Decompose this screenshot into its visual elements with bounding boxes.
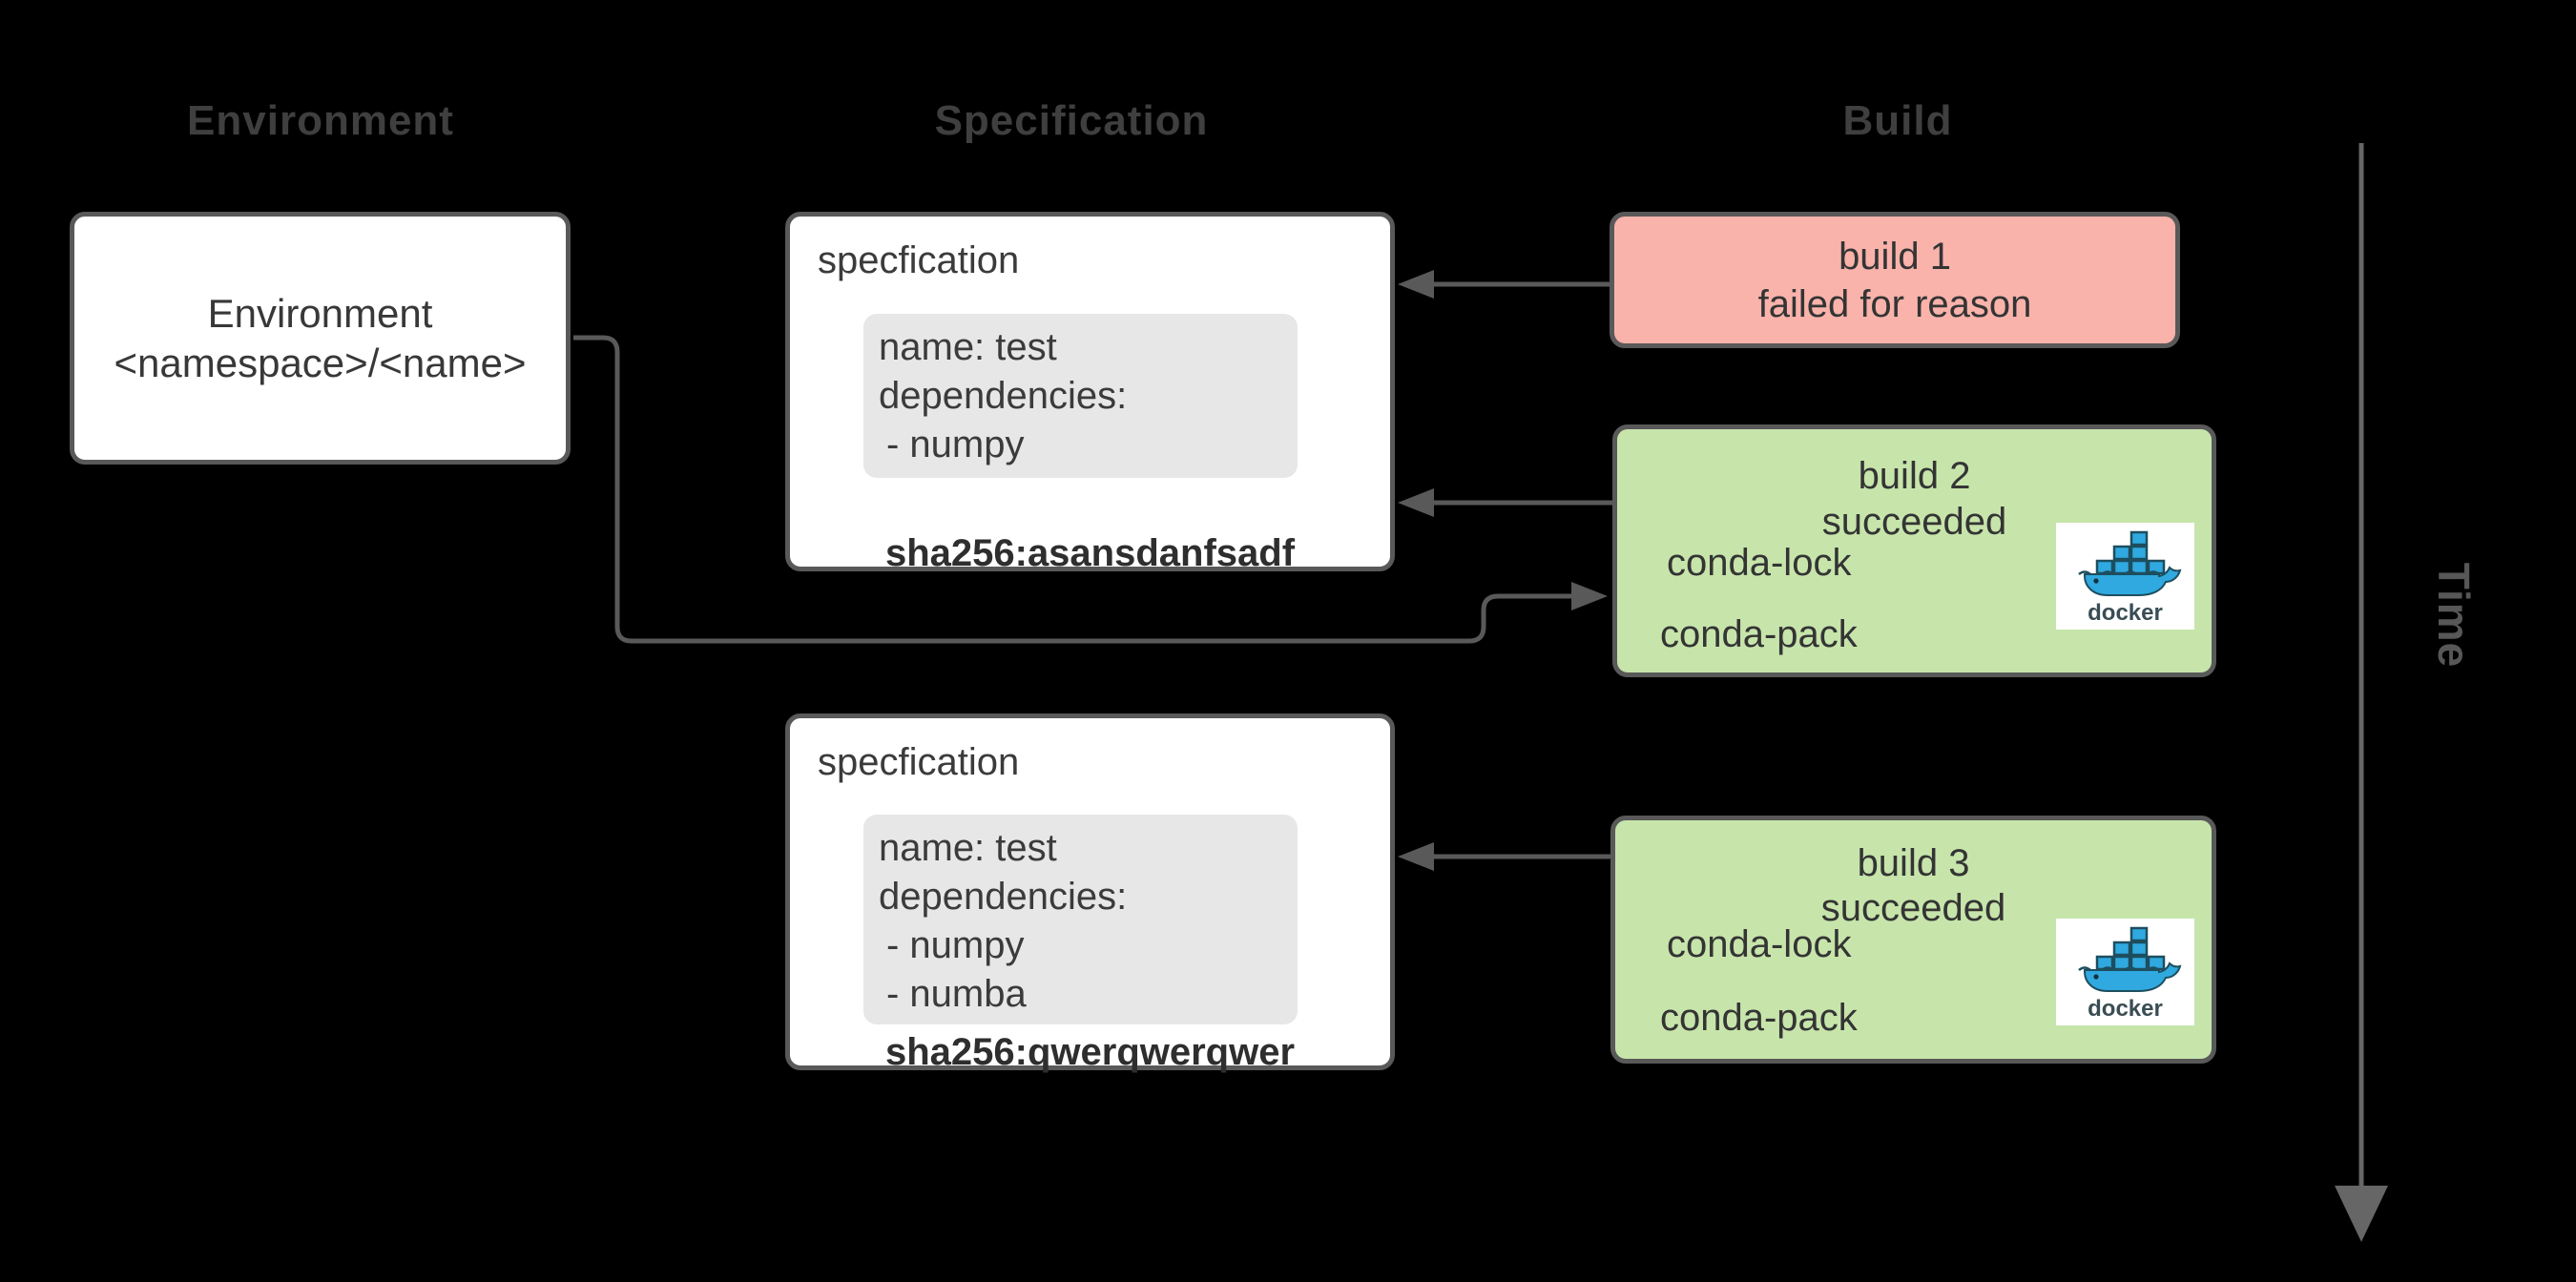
yaml-line: - numba <box>886 973 1027 1015</box>
column-header-specification: Specification <box>934 97 1209 144</box>
yaml-line: name: test <box>879 827 1057 869</box>
build3-title: build 3 <box>1857 842 1970 884</box>
environment-node-namespace: <namespace>/<name> <box>114 340 527 385</box>
spec2-sha: sha256:qwerqwerqwer <box>884 1031 1296 1073</box>
specification-node-2: specfication name: test dependencies: - … <box>785 713 1395 1073</box>
yaml-line: dependencies: <box>879 375 1128 417</box>
build3-conda-lock-label: conda-lock <box>1667 923 1852 965</box>
environment-node-title: Environment <box>207 290 433 336</box>
docker-logo: docker <box>2056 919 2194 1025</box>
arrow-build2-to-spec1 <box>1398 488 1612 517</box>
arrow-build3-to-spec2 <box>1398 842 1610 871</box>
build2-conda-lock-label: conda-lock <box>1667 542 1852 584</box>
build1-title: build 1 <box>1839 235 1951 278</box>
build3-status: succeeded <box>1820 887 2006 929</box>
yaml-line: dependencies: <box>879 876 1128 918</box>
column-header-build: Build <box>1842 97 1953 144</box>
build2-status: succeeded <box>1821 501 2007 543</box>
specification-node-1: specfication name: test dependencies: - … <box>785 212 1395 574</box>
spec1-sha: sha256:asansdanfsadf <box>884 532 1296 574</box>
build1-status: failed for reason <box>1757 282 2032 325</box>
yaml-line: - numpy <box>886 924 1025 966</box>
spec1-yaml-snippet: name: test dependencies: - numpy <box>863 314 1298 478</box>
build-node-2-succeeded: build 2 succeeded conda-lock conda-pack … <box>1612 424 2216 677</box>
spec1-label: specfication <box>818 239 1020 281</box>
column-header-environment: Environment <box>187 97 454 144</box>
build3-conda-pack-label: conda-pack <box>1660 997 1858 1039</box>
yaml-line: name: test <box>879 326 1057 368</box>
docker-logo: docker <box>2056 523 2194 630</box>
spec2-label: specfication <box>818 741 1020 783</box>
environment-node: Environment <namespace>/<name> <box>70 212 571 465</box>
docker-wordmark: docker <box>2088 996 2163 1022</box>
build2-conda-pack-label: conda-pack <box>1660 613 1858 655</box>
build-node-1-failed: build 1 failed for reason <box>1610 212 2180 348</box>
spec2-yaml-snippet: name: test dependencies: - numpy - numba <box>863 815 1298 1024</box>
time-axis-arrow <box>2335 143 2388 1242</box>
time-axis-label: Time <box>2429 562 2479 669</box>
docker-wordmark: docker <box>2088 600 2163 626</box>
yaml-line: - numpy <box>886 424 1025 465</box>
build2-title: build 2 <box>1858 455 1971 497</box>
arrow-build1-to-spec1 <box>1398 270 1610 299</box>
build-node-3-succeeded: build 3 succeeded conda-lock conda-pack … <box>1610 816 2216 1064</box>
